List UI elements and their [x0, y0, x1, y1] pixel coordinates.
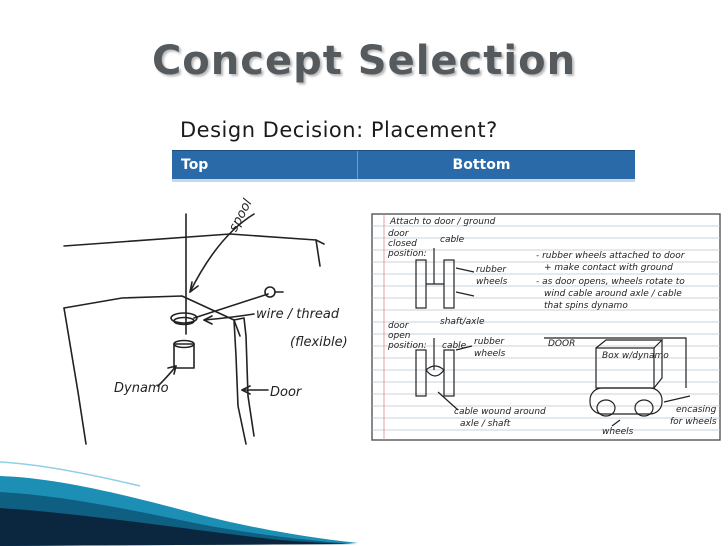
- note-cable-top: cable: [440, 235, 465, 245]
- note-rubber-top-2: wheels: [476, 277, 508, 287]
- note-open-1: door: [388, 321, 410, 331]
- note-rubber-top-1: rubber: [476, 265, 507, 275]
- note-rubber-mid-2: wheels: [474, 349, 506, 359]
- note-line-3: - as door opens, wheels rotate to: [536, 277, 685, 287]
- label-wire-thread: wire / thread: [256, 307, 340, 322]
- note-door: DOOR: [548, 339, 575, 349]
- decorative-swoosh: [0, 440, 728, 546]
- note-shaft: shaft/axle: [440, 317, 485, 327]
- note-heading: Attach to door / ground: [389, 217, 496, 227]
- note-encasing-2: for wheels: [670, 417, 717, 427]
- note-line-1: - rubber wheels attached to door: [536, 251, 686, 261]
- note-open-2: open: [388, 331, 411, 341]
- note-closed-1: door: [388, 229, 410, 239]
- column-header-bottom: Bottom: [358, 151, 635, 179]
- slide-title: Concept Selection: [0, 38, 728, 84]
- note-closed-3: position:: [387, 249, 427, 259]
- note-line-2: + make contact with ground: [544, 263, 673, 273]
- top-placement-sketch: spool wire / thread (flexible) Dynamo Do…: [58, 196, 368, 446]
- placement-table-header: Top Bottom: [172, 150, 635, 180]
- placement-table-body: [172, 179, 635, 182]
- note-wheels: wheels: [602, 427, 634, 437]
- label-door: Door: [270, 385, 303, 400]
- bottom-placement-sketch: Attach to door / ground door closed posi…: [368, 212, 726, 444]
- note-box: Box w/dynamo: [602, 351, 669, 361]
- note-wound-1: cable wound around: [454, 407, 546, 417]
- note-wound-2: axle / shaft: [460, 419, 511, 429]
- note-line-5: that spins dynamo: [544, 301, 628, 311]
- label-flexible: (flexible): [290, 335, 348, 350]
- note-line-4: wind cable around axle / cable: [544, 289, 682, 299]
- column-header-top: Top: [172, 151, 358, 179]
- note-cable-mid: cable: [442, 341, 467, 351]
- note-closed-2: closed: [388, 239, 417, 249]
- note-open-3: position:: [387, 341, 427, 351]
- label-dynamo: Dynamo: [114, 381, 169, 396]
- slide-subtitle: Design Decision: Placement?: [180, 118, 498, 142]
- note-rubber-mid-1: rubber: [474, 337, 505, 347]
- note-encasing-1: encasing: [676, 405, 717, 415]
